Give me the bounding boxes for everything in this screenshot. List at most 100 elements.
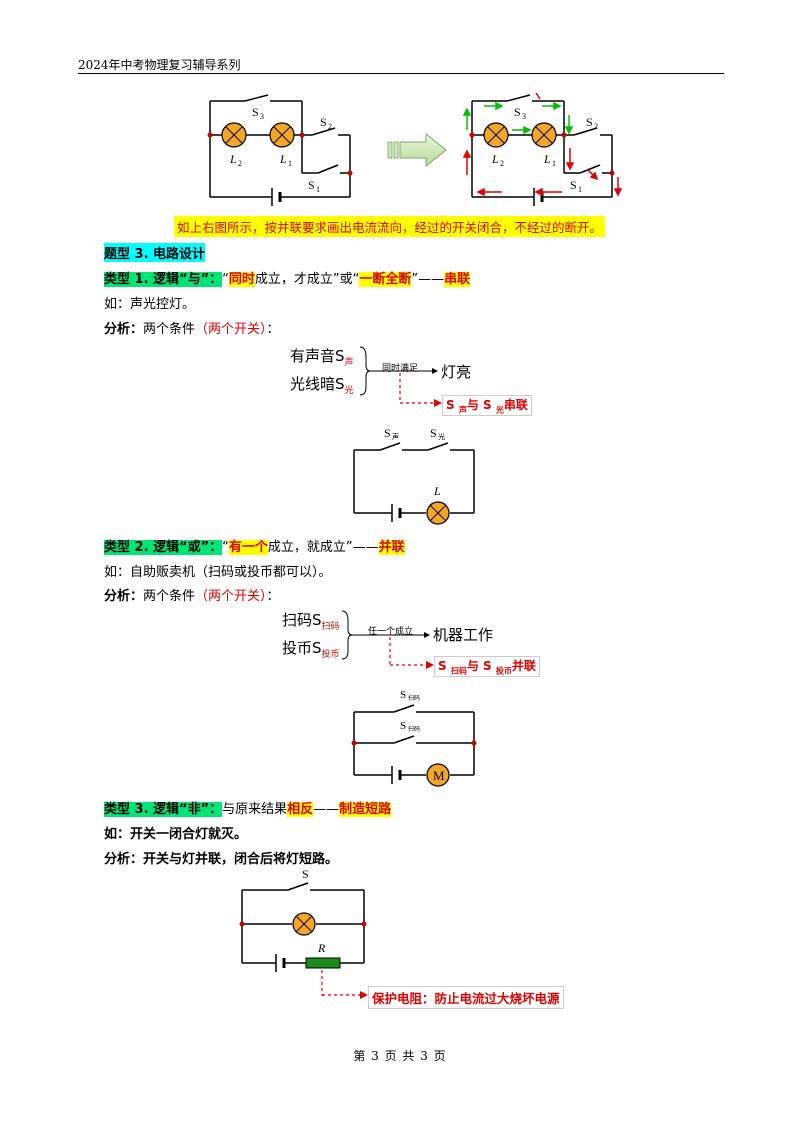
label-s1-sub: 1 xyxy=(578,185,582,194)
label-s-coin: S xyxy=(400,720,406,732)
cond-sub: 投币 xyxy=(321,650,340,660)
label-l2-sub: 2 xyxy=(238,159,242,168)
type1-logic-lines xyxy=(359,346,438,403)
label-s-light-sub: 光 xyxy=(438,432,445,441)
cond-text: 扫码S xyxy=(282,611,322,629)
analysis-colon: ： xyxy=(266,589,280,604)
type1-hl1: 同时 xyxy=(228,272,255,287)
label-l2: L xyxy=(229,152,237,166)
current-arrow-green xyxy=(462,101,574,135)
lamp-icon xyxy=(269,122,295,148)
cond-sub: 扫码 xyxy=(321,622,340,632)
type1-cond2: 光线暗S光 xyxy=(290,373,354,396)
figure-caption: 如上右图所示，按并联要求画出电流流向，经过的开关闭合，不经过的断开。 xyxy=(174,216,606,237)
type2-label: 类型 2. 逻辑“或”： xyxy=(104,540,223,555)
header-rule xyxy=(78,73,724,74)
lamp-icon xyxy=(221,122,247,148)
lamp-icon xyxy=(426,501,450,525)
type2-mid: 成立，就成立”—— xyxy=(267,540,379,555)
page-footer: 第 3 页 共 3 页 xyxy=(353,1049,447,1063)
note-text: S xyxy=(438,659,451,673)
label-s-sound: S xyxy=(384,426,391,440)
label-s3-sub: 3 xyxy=(522,112,526,121)
type2-result: 机器工作 xyxy=(433,626,494,644)
motor-icon: M xyxy=(426,763,450,787)
short-circuit: S R xyxy=(239,867,367,996)
label-s-sound-sub: 声 xyxy=(392,432,399,441)
label-s2: S xyxy=(320,115,327,129)
note-text: 与 S xyxy=(466,659,496,673)
cond-text: 有声音S xyxy=(290,347,345,365)
label-s-scan-sub: 扫码 xyxy=(408,694,420,702)
type3-mid: 与原来结果 xyxy=(222,802,288,817)
lamp-icon xyxy=(292,912,316,936)
type3-line: 类型 3. 逻辑“非”：与原来结果相反——制造短路 xyxy=(104,798,392,817)
type2-example: 如：自助贩卖机（扫码或投币都可以）。 xyxy=(104,565,332,580)
current-arrow-red xyxy=(462,92,623,197)
series-circuit: S 声 S 光 L xyxy=(353,426,475,525)
label-switch: S xyxy=(302,867,309,881)
type1-mid: 成立，才成立”或“ xyxy=(254,272,360,287)
label-s3-sub: 3 xyxy=(260,112,264,121)
type2-analysis: 分析：两个条件（两个开关）： xyxy=(104,585,280,604)
type2-arrow-label: 任一个成立 xyxy=(368,627,414,637)
label-l1: L xyxy=(279,152,287,166)
note-text: S xyxy=(446,398,459,412)
type2-cond2: 投币S投币 xyxy=(282,637,340,660)
label-s2: S xyxy=(586,115,593,129)
note-text: 与 S xyxy=(466,398,496,412)
note-text: 串联 xyxy=(503,398,528,412)
type1-note-arrow xyxy=(400,399,442,407)
analysis-text: 两个条件 xyxy=(143,589,196,604)
type3-note-arrow xyxy=(322,991,368,999)
label-s-scan: S xyxy=(400,689,406,701)
label-s3: S xyxy=(514,105,521,119)
label-l1-sub: 1 xyxy=(288,159,292,168)
cond-sub: 光 xyxy=(344,386,354,396)
type1-arrow-label: 同时满足 xyxy=(382,364,419,374)
lamp-icon xyxy=(531,122,557,148)
type1-result: 灯亮 xyxy=(441,363,472,381)
note-sub: 投币 xyxy=(495,666,512,676)
circuit-right: S 3 S 2 S 1 L 2 L 1 xyxy=(462,92,623,206)
type2-line: 类型 2. 逻辑“或”：“有一个成立，就成立”——并联 xyxy=(104,536,405,555)
label-motor: M xyxy=(433,768,445,783)
type3-note: 保护电阻：防止电流过大烧坏电源 xyxy=(368,986,564,1009)
analysis-red: （两个开关） xyxy=(195,322,267,337)
type1-hl3: 串联 xyxy=(444,272,471,287)
type2-hl3: 并联 xyxy=(378,540,405,555)
cond-sub: 声 xyxy=(344,358,354,368)
label-s2-sub: 2 xyxy=(594,122,598,131)
type1-line: 类型 1. 逻辑“与”：“同时成立，才成立”或“一断全断”——串联 xyxy=(104,268,471,287)
note-sub: 扫码 xyxy=(450,666,467,676)
label-l1: L xyxy=(543,152,551,166)
analysis-text: 两个条件 xyxy=(143,322,196,337)
type1-example: 如：声光控灯。 xyxy=(104,297,196,312)
type3-dash: —— xyxy=(313,802,340,817)
label-resistor: R xyxy=(317,941,326,955)
analysis-label: 分析： xyxy=(104,589,144,604)
analysis-colon: ： xyxy=(266,322,280,337)
type3-hl2: 制造短路 xyxy=(339,802,392,817)
label-lamp: L xyxy=(433,484,441,498)
type2-note-arrow xyxy=(390,661,434,669)
label-s1-sub: 1 xyxy=(316,185,320,194)
note-sub: 光 xyxy=(495,405,504,415)
label-s1: S xyxy=(308,178,315,192)
type2-cond1: 扫码S扫码 xyxy=(282,609,340,632)
cond-text: 投币S xyxy=(282,639,322,657)
circuit-left: S 3 S 2 S 1 L 2 L 1 xyxy=(207,94,353,206)
transform-arrow-icon xyxy=(387,132,447,168)
type2-logic-lines xyxy=(341,610,430,667)
type1-cond1: 有声音S声 xyxy=(290,345,354,368)
type1-label: 类型 1. 逻辑“与”： xyxy=(104,272,223,287)
label-s3: S xyxy=(252,105,259,119)
label-s1: S xyxy=(570,178,577,192)
type1-hl2: 一断全断 xyxy=(359,272,412,287)
section-title: 题型 3. 电路设计 xyxy=(104,243,206,262)
type1-quote: “ xyxy=(222,272,229,287)
analysis-red: （两个开关） xyxy=(195,589,267,604)
type3-hl1: 相反 xyxy=(287,802,314,817)
type3-analysis: 分析：开关与灯并联，闭合后将灯短路。 xyxy=(104,852,339,867)
type1-analysis: 分析：两个条件（两个开关）： xyxy=(104,318,280,337)
